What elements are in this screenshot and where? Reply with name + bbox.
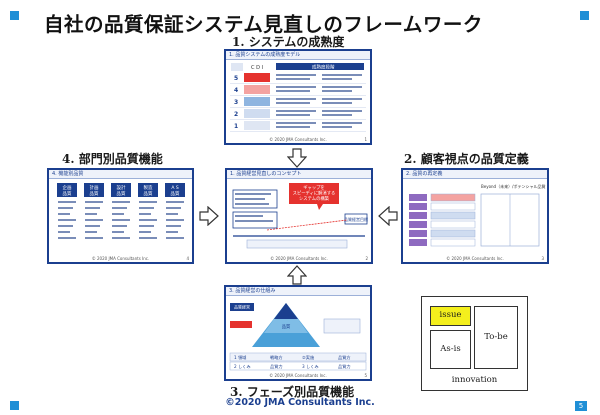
maturity-level-1: 1 [230,121,366,132]
svg-text:2 しくみ: 2 しくみ [234,364,251,370]
maturity-level-2: 2 [230,109,366,120]
thumb-header: 4. 機能別品質 [49,170,192,179]
customer-diagram: Beyond（未来）/ポテンシャル品質 [409,183,545,247]
svg-text:品質力: 品質力 [338,363,351,370]
svg-text:品質: 品質 [63,190,72,197]
thumb-footer: © 2020 JMA Consultants Inc. [269,137,327,142]
department-column: A S品質 [165,183,185,239]
svg-text:2: 2 [234,111,238,118]
customer-row [409,229,476,238]
corner-marker [580,11,589,20]
thumb-page: 4 [186,256,189,261]
svg-text:4: 4 [234,87,238,94]
svg-text:C D I: C D I [251,65,263,71]
innovation-asis: As-is [430,330,471,369]
thumb-footer: © 2020 JMA Consultants Inc. [91,256,150,261]
thumb-page: 1 [364,137,367,142]
maturity-table: C D I 成熟度段階 5 4 3 2 1 [230,63,366,132]
thumb-header: 2. 品質の再定義 [403,170,547,179]
svg-text:3: 3 [234,99,238,106]
thumb-page: 5 [364,373,367,378]
svg-text:設計: 設計 [117,184,126,191]
customer-row [409,220,476,229]
thumb-footer: © 2020 JMA Consultants Inc. [270,256,328,261]
arrow-left-icon [378,206,398,226]
arrow-down-icon [287,148,307,168]
svg-text:製造: 製造 [144,184,153,191]
svg-text:Beyond（未来）/ポテンシャル品質: Beyond（未来）/ポテンシャル品質 [481,183,545,189]
maturity-level-3: 3 [230,97,366,108]
label-department: 4. 部門別品質機能 [62,152,163,166]
thumb-page: 2 [365,256,368,261]
svg-text:1 領域: 1 領域 [234,354,247,361]
svg-text:1: 1 [234,123,238,130]
maturity-level-5: 5 [230,73,366,84]
svg-text:品質経営: 品質経営 [234,304,250,310]
svg-text:品質: 品質 [171,190,180,197]
thumb-customer: 2. 品質の再定義 Beyond（未来）/ポテンシャル品質 © 2020 JMA… [401,168,549,264]
label-maturity: 1. システムの成熟度 [232,35,345,49]
svg-text:3 しくみ: 3 しくみ [302,364,319,370]
phase-row: 2 しくみ 品質力 3 しくみ 品質力 [229,361,367,371]
svg-text:品質: 品質 [282,323,291,330]
thumb-footer: © 2020 JMA Consultants Inc. [269,373,327,378]
svg-text:品質方: 品質方 [338,354,351,361]
svg-text:品質: 品質 [144,190,153,197]
svg-text:5: 5 [234,75,238,82]
thumb-maturity: 1. 品質システムの成熟度モデル C D I 成熟度段階 5 4 3 2 1 © 202… [224,49,372,145]
page-title: 自社の品質保証システム見直しのフレームワーク [44,13,483,36]
thumb-footer: © 2020 JMA Consultants Inc. [446,256,504,261]
svg-text:②実施: ②実施 [302,354,315,361]
arrow-up-icon [287,265,307,285]
innovation-tobe: To-be [474,306,518,369]
maturity-level-4: 4 [230,85,366,96]
phase-row: 1 領域 戦略方 ②実施 品質方 [229,352,367,362]
customer-row [409,202,476,211]
label-phase: 3. フェーズ別品質機能 [230,385,355,399]
customer-row [409,193,476,202]
svg-text:品質: 品質 [117,190,126,197]
thumb-header: 1. 品質経営見直しのコンセプト [227,170,371,179]
svg-text:品質: 品質 [90,190,99,197]
thumb-center: 1. 品質経営見直しのコンセプト ギャップをスピーディに解消するシステムの構築 … [225,168,373,264]
thumb-header: 3. 品質経営の仕組み [226,287,370,296]
svg-text:品質力: 品質力 [270,363,283,370]
thumb-header: 1. 品質システムの成熟度モデル [226,51,370,60]
arrow-right-icon [199,206,219,226]
innovation-label: innovation [451,375,498,385]
svg-text:成熟度段階: 成熟度段階 [312,64,335,71]
svg-text:品質経営目標: 品質経営目標 [344,216,368,222]
phase-pyramid: 品質 品質経営 1 領域 戦略方 ②実施 品質方 2 しくみ 品質力 3 しくみ 品質力 [229,303,367,371]
thumb-page: 3 [541,256,544,261]
svg-text:企画: 企画 [63,184,72,191]
corner-marker [10,11,19,20]
svg-text:戦略方: 戦略方 [270,354,283,361]
customer-row [409,238,476,247]
svg-text:ギャップをスピーディに解消するシステムの構築: ギャップをスピーディに解消するシステムの構築 [293,184,336,202]
corner-marker [10,401,19,410]
customer-row [409,211,476,220]
label-customer: 2. 顧客視点の品質定義 [404,152,529,166]
concept-diagram: ギャップをスピーディに解消するシステムの構築 品質経営目標 [232,183,368,249]
svg-text:A S: A S [171,185,179,191]
copyright: ©2020 JMA Consultants Inc. [225,397,375,408]
page-number: 5 [575,401,587,411]
svg-text:計画: 計画 [90,184,99,191]
innovation-issue: issue [430,306,471,326]
